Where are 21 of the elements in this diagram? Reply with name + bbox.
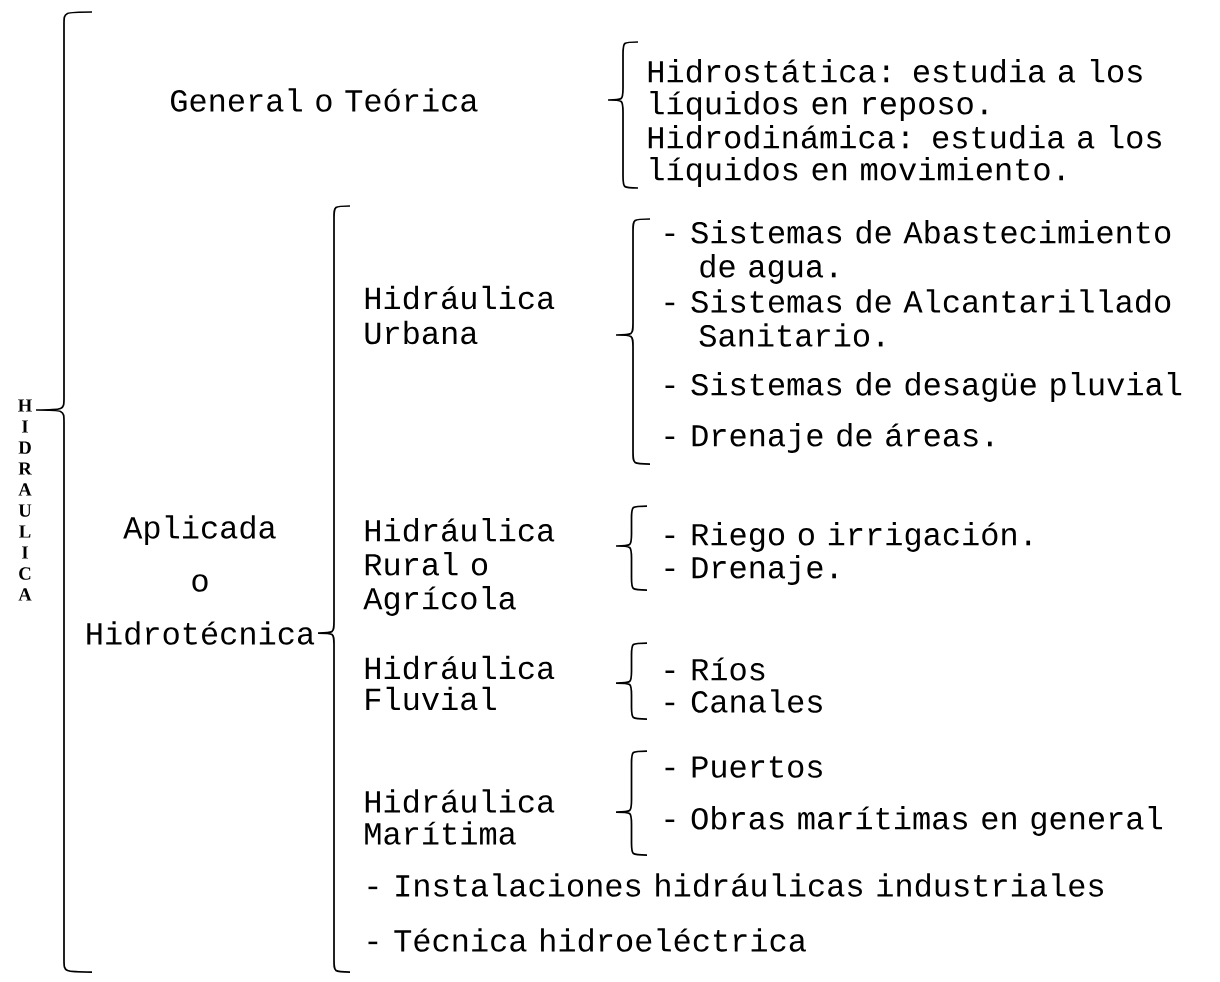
list-item: - Sistemas de desagüe pluvial — [665, 372, 1182, 402]
list-item: - Drenaje. — [665, 555, 836, 585]
list-item: - Canales — [665, 689, 822, 713]
category-text: Hidráulica Marítima — [365, 789, 555, 845]
list-item: - Ríos — [665, 657, 765, 681]
list-item: - Obras marítimas en general — [665, 806, 1162, 836]
list-item: Hidrodinámica: estudia a los líquidos en movimiento. — [648, 125, 1161, 187]
list-item: - Drenaje de áreas. — [665, 423, 992, 453]
category-text: Aplicada o Hidrotécnica — [87, 515, 315, 645]
category-text: General o Teórica — [171, 88, 478, 112]
list-item: - Sistemas de Alcantarillado Sanitario. — [665, 289, 1171, 347]
title-letters: H I D R A U L I C A — [18, 399, 32, 601]
list-item: - Puertos — [665, 756, 822, 778]
list-item: - Técnica hidroeléctrica — [368, 928, 806, 952]
category-text: Hidráulica Fluvial — [365, 655, 555, 711]
category-text: Hidráulica Rural o Agrícola — [363, 518, 555, 616]
list-item: - Sistemas de Abastecimiento de agua. — [665, 220, 1171, 284]
list-item: Hidrostática: estudia a los líquidos en reposo. — [648, 59, 1142, 121]
list-item: - Riego o irrigación. — [665, 522, 1031, 552]
category-text: Hidráulica Urbana — [365, 285, 555, 345]
list-item: - Instalaciones hidráulicas industriales — [368, 873, 1103, 897]
